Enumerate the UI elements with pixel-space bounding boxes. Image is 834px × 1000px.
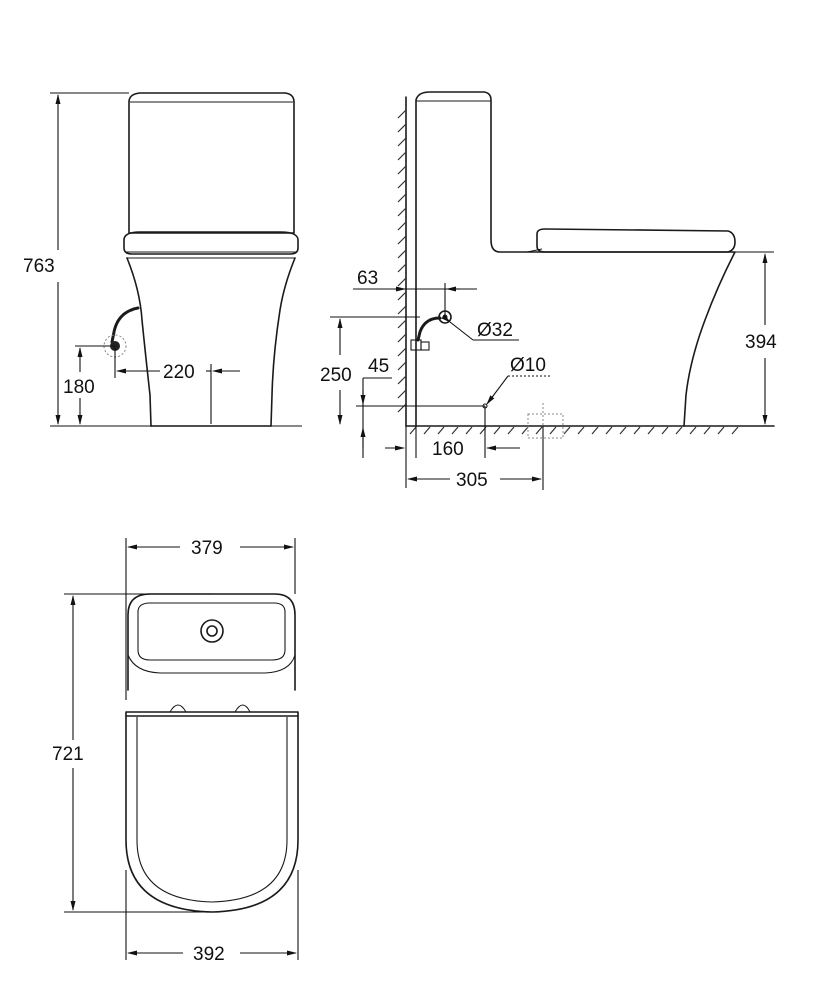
seat-profile [536, 228, 736, 253]
tank-top-outline [127, 593, 296, 691]
dim-seat-height: 394 [745, 332, 777, 353]
dim-bowl-width: 392 [193, 944, 225, 965]
toilet-profile [415, 91, 736, 427]
dim-outlet-wall-offset: 160 [432, 439, 464, 460]
dim-outlet-height: 45 [368, 356, 389, 377]
dim-rough-in: 305 [456, 470, 488, 491]
tank-outline [128, 92, 295, 234]
dim-outlet-diameter: Ø10 [510, 355, 546, 376]
dim-total-depth: 721 [52, 744, 84, 765]
dim-front-inlet-offset: 220 [163, 362, 195, 383]
dim-inlet-wall-offset: 63 [357, 268, 378, 289]
dim-side-inlet-height: 250 [320, 365, 352, 386]
flush-button-icon [200, 619, 224, 643]
dim-total-height: 763 [23, 256, 55, 277]
side-view [330, 91, 775, 490]
dim-front-inlet-height: 180 [63, 377, 95, 398]
dim-inlet-diameter: Ø32 [477, 320, 513, 341]
inlet-hose [110, 306, 140, 344]
front-view [50, 92, 302, 427]
dim-tank-width: 379 [191, 538, 223, 559]
top-view [64, 538, 299, 960]
seat-top-outline [125, 711, 299, 717]
seat-outline [123, 231, 299, 255]
bowl-outline [126, 257, 296, 427]
